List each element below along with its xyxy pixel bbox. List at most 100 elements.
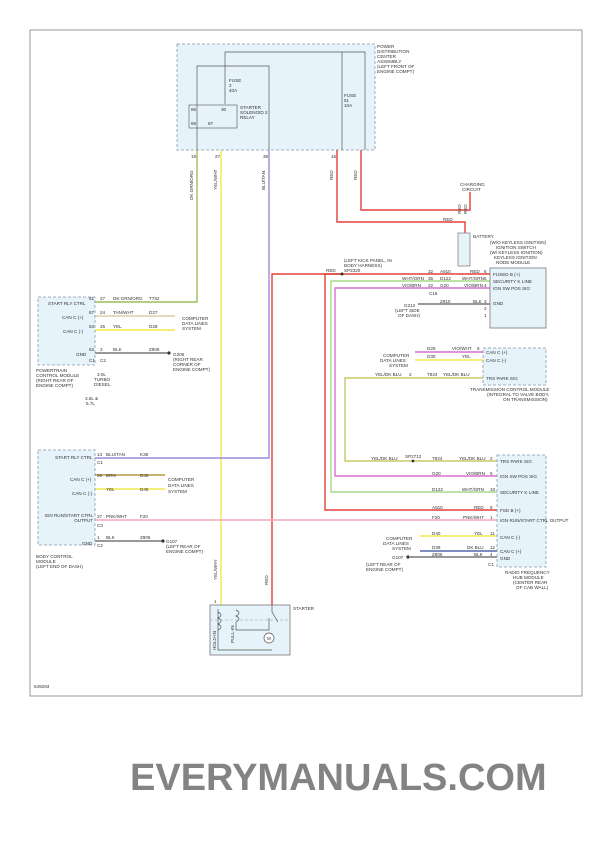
diagram-label: COMPUTER: [386, 536, 413, 541]
diagram-label: CIRCUIT: [462, 187, 481, 192]
diagram-label: 22: [428, 283, 434, 288]
diagram-label: 27: [100, 296, 106, 301]
diagram-label: G107: [392, 555, 404, 560]
diagram-label: 87: [208, 121, 214, 126]
diagram-label: TRS PARK SIG: [500, 459, 532, 464]
diagram-label: D45: [140, 473, 149, 478]
diagram-label: TURBO: [94, 377, 111, 382]
wire-red-battery: [336, 150, 466, 238]
diagram-label: BLK: [113, 347, 123, 352]
diagram-label: BLK: [473, 299, 483, 304]
diagram-label: YEL/DK BLU: [371, 456, 398, 461]
diagram-label: IGN SW POS SIG: [500, 474, 537, 479]
diagram-label: 12: [490, 545, 496, 550]
diagram-label: NODE MODULE: [496, 260, 530, 265]
diagram-label: SP2320: [344, 268, 361, 273]
motor-icon: [263, 632, 275, 644]
diagram-label: 51: [344, 98, 350, 103]
diagram-label: 27: [97, 514, 103, 519]
diagram-label: 6: [477, 346, 480, 351]
diagram-label: (LEFT KICK PANEL, IN: [344, 258, 392, 263]
diagram-label: FSD B (+): [500, 508, 521, 513]
wire-red-fsd: [324, 273, 497, 511]
diagram-label: TAN/WHT: [113, 310, 134, 315]
diagram-label: CAN C (-): [63, 329, 84, 334]
starter-relay: [188, 104, 238, 129]
diagram-label: C1: [97, 460, 103, 465]
diagram-label: D40: [432, 531, 441, 536]
diagram-label: C16: [429, 291, 438, 296]
diagram-label: C2: [97, 543, 103, 548]
diagram-line: [217, 609, 272, 651]
diagram-label: START RLY CTRL: [55, 455, 93, 460]
diagram-line: [489, 267, 547, 329]
diagram-label: PNK/WHT: [463, 515, 484, 520]
diagram-label: PULL-IN: [230, 625, 235, 643]
diagram-label: BLU/TAN: [261, 171, 266, 190]
diagram-label: YEL/DK BLU: [459, 456, 486, 461]
diagram-label: (LEFT REAR OF: [166, 544, 201, 549]
diagram-label: D28: [149, 324, 158, 329]
diagram-label: GND: [76, 352, 87, 357]
diagram-label: RED: [474, 505, 484, 510]
diagram-label: DK GRN/ORG: [189, 170, 194, 200]
diagram-label: RELAY: [240, 115, 255, 120]
diagram-label: RED: [326, 268, 336, 273]
diagram-label: BODY CONTROL: [36, 554, 73, 559]
diagram-label: RED: [264, 575, 269, 585]
diagram-label: DATA LINES: [182, 321, 208, 326]
diagram-label: (LEFT FRONT OF: [377, 64, 415, 69]
diagram-label: M: [267, 636, 271, 641]
diagram-label: 4: [484, 283, 487, 288]
diagram-label: D122: [432, 487, 443, 492]
diagram-label: CONTROL MODULE: [36, 373, 79, 378]
diagram-label: Z910: [440, 299, 451, 304]
diagram-label: 85: [191, 107, 197, 112]
diagram-label: C1: [488, 562, 494, 567]
battery-icon: [457, 232, 471, 267]
diagram-label: 1: [490, 515, 493, 520]
diagram-label: HOLD-IN: [212, 631, 217, 650]
diagram-label: D30: [427, 354, 436, 359]
diagram-label: RED: [457, 204, 462, 214]
diagram-label: 5: [490, 471, 493, 476]
splice-sp2712: [411, 459, 415, 463]
diagram-label: A910: [440, 269, 451, 274]
diagram-label: 10: [490, 487, 496, 492]
diagram-label: VIO/BRN: [464, 283, 483, 288]
diagram-label: G212: [404, 303, 416, 308]
diagram-label: CHARGING: [460, 182, 485, 187]
diagram-label: YEL: [474, 531, 483, 536]
starter: YEL/WHY RED M STARTER 1 HOLD-IN PULL-IN: [209, 559, 315, 656]
diagram-label: BLK: [106, 535, 116, 540]
diagram-label: DIESEL: [94, 382, 111, 387]
diagram-label: G20: [440, 283, 449, 288]
diagram-label: GND: [493, 301, 504, 306]
diagram-label: VIO/BRN: [466, 471, 485, 476]
diagram-label: C1: [89, 358, 95, 363]
diagram-label: OF CAB WALL): [516, 585, 549, 590]
diagram-label: COMPUTER: [168, 477, 195, 482]
diagram-label: G107: [166, 539, 178, 544]
diagram-label: SYSTEM: [392, 546, 411, 551]
diagram-label: SP2712: [405, 454, 422, 459]
watermark: EVERYMANUALS.COM: [130, 757, 547, 799]
wire-dk-grn-org: [95, 150, 198, 303]
diagram-label: DK BLU: [467, 545, 484, 550]
diagram-label: 25: [100, 324, 106, 329]
diagram-label: 24: [100, 310, 106, 315]
diagram-label: POWER: [377, 44, 395, 49]
diagram-line: [271, 605, 279, 623]
diagram-label: ON TRANSMISSION): [503, 397, 548, 402]
diagram-label: BATTERY: [473, 234, 494, 239]
diagram-label: CAN C (+): [500, 549, 522, 554]
diagram-label: ENGINE COMPT): [166, 549, 203, 554]
diagram-label: STARTER: [240, 105, 262, 110]
diagram-label: WHT/GRN: [462, 487, 484, 492]
diagram-label: 10A: [344, 103, 353, 108]
diagram-label: TRANSMISSION CONTROL MODULE: [470, 387, 549, 392]
diagram-label: WHT/GRN: [462, 276, 484, 281]
splice-sp2320: [340, 272, 344, 276]
